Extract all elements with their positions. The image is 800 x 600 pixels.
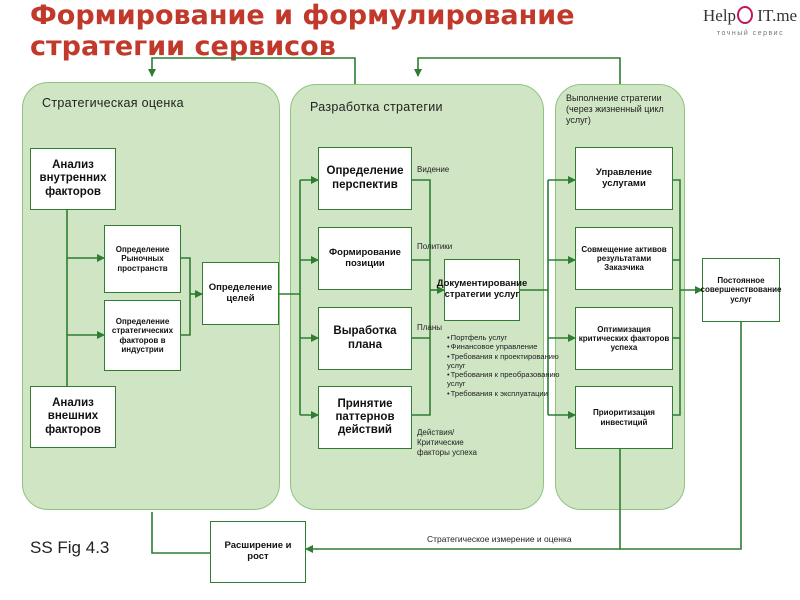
label-strategic-measurement: Стратегическое измерение и оценка [427,534,572,544]
output-item: Портфель услуг [447,333,565,342]
output-item: Финансовое управление [447,342,565,351]
box-continual-improvement: Постоянное совершенствование услуг [701,258,781,322]
box-internal-analysis: Анализ внутренних факторов [30,148,116,210]
logo-text-right: IT.me [757,6,798,25]
logo-swirl-icon [737,6,753,24]
panel-heading-assessment: Стратегическая оценка [42,96,184,110]
logo-text-left: Help [703,6,737,25]
title-line-1: Формирование и формулирование [30,0,575,31]
box-expansion-growth: Расширение и рост [210,521,306,583]
panel-heading-development: Разработка стратегии [310,100,443,114]
box-goals: Определение целей [202,262,279,325]
box-csf-optimization: Оптимизация критических факторов успеха [575,307,673,370]
box-plan: Выработка плана [318,307,412,370]
box-investment-prioritization: Приоритизация инвестиций [575,386,673,449]
label-policies: Политики [417,242,453,251]
box-strategy-document: Документирование стратегии услуг [437,259,527,321]
strategy-outputs-list: Портфель услуг Финансовое управление Тре… [447,333,565,398]
box-positions: Формирование позиции [318,227,412,290]
box-industry-factors: Определение стратегических факторов в ин… [104,300,181,371]
box-service-management: Управление услугами [575,147,673,210]
figure-label: SS Fig 4.3 [30,538,110,557]
label-actions: Действия/ Критические факторы успеха [417,428,477,457]
box-market-spaces: Определение Рыночных пространств [104,225,181,293]
title-line-2: стратегии сервисов [30,31,336,62]
helpit-logo: Help IT.me точный сервис [703,4,798,44]
box-perspectives: Определение перспектив [318,147,412,210]
output-item: Требования к проектированию услуг [447,352,565,371]
box-external-analysis: Анализ внешних факторов [30,386,116,448]
label-plans: Планы [417,323,443,332]
box-patterns: Принятие паттернов действий [318,386,412,449]
panel-heading-execution: Выполнение стратегии (через жизненный ци… [566,93,664,125]
logo-tagline: точный сервис [716,30,785,37]
output-item: Требования к преобразованию услуг [447,370,565,389]
output-item: Требования к эксплуатации [447,389,565,398]
label-vision: Видение [417,165,450,174]
box-asset-alignment: Совмещение активов результатами Заказчик… [575,227,673,290]
page-title: Формирование и формулирование стратегии … [30,0,575,62]
